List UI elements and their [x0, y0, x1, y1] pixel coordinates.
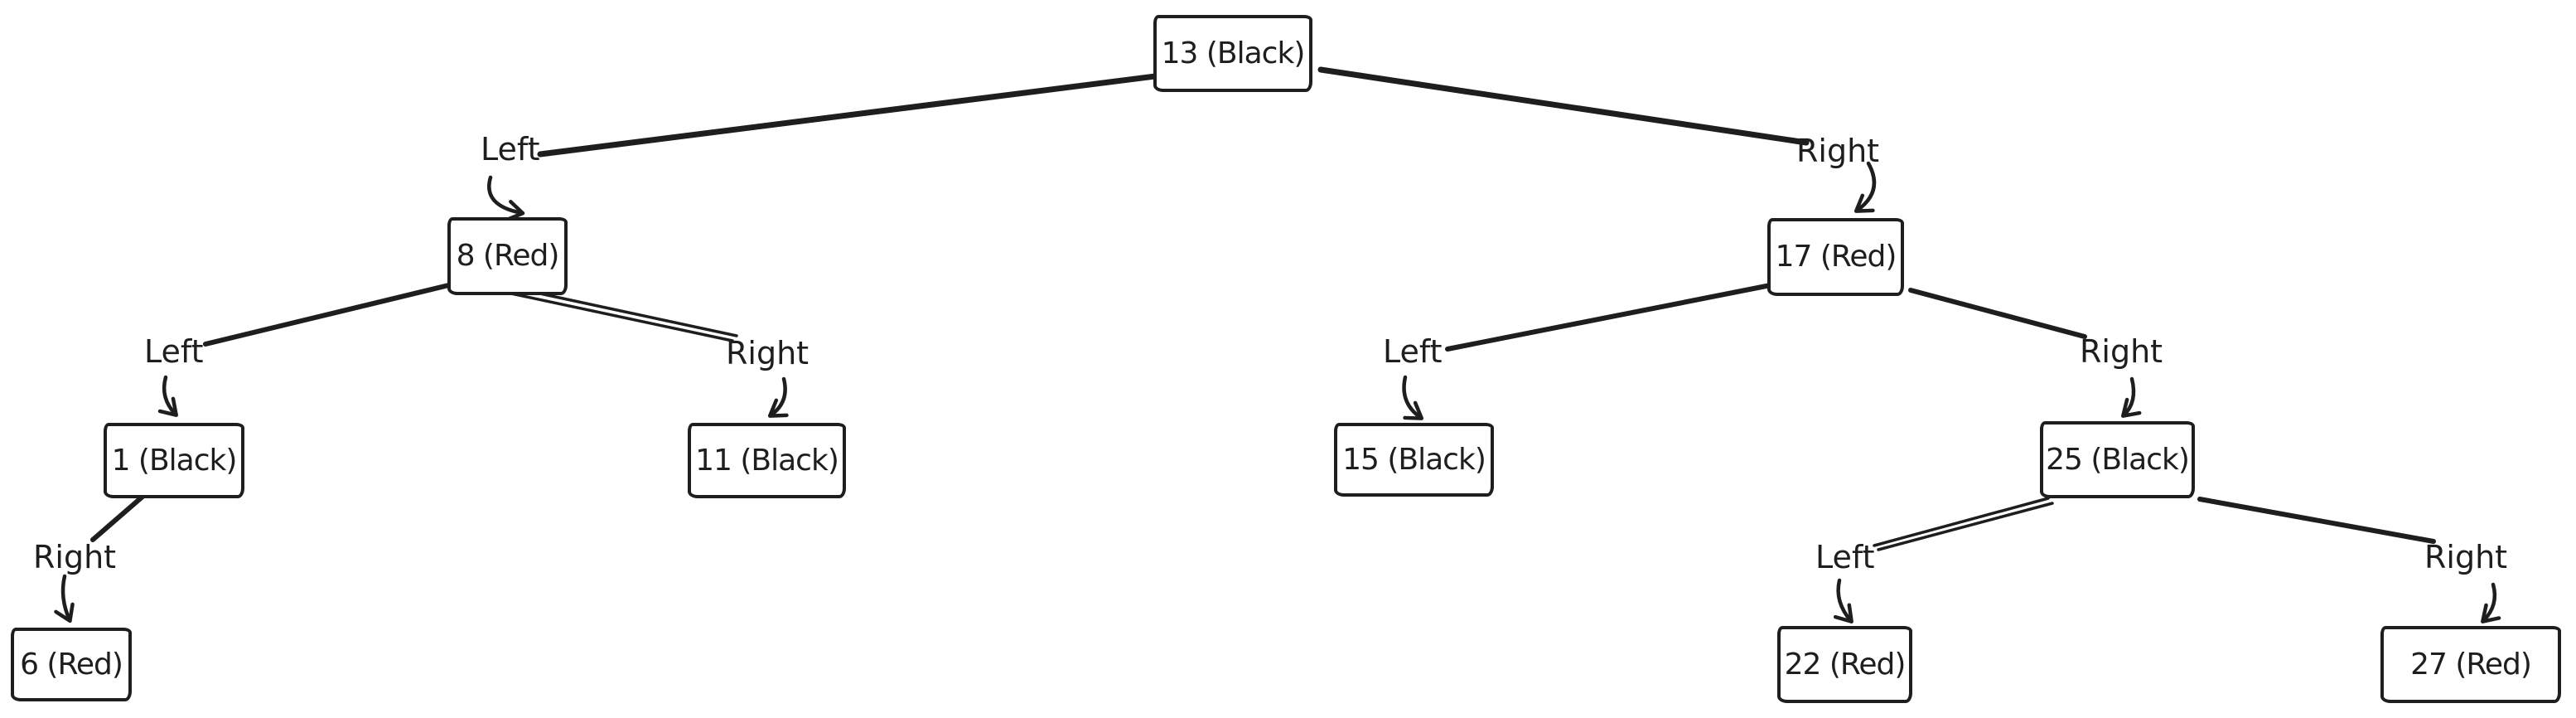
node-27: 27 (Red) — [2380, 626, 2561, 703]
node-15-label: 15 (Black) — [1342, 442, 1486, 477]
node-25-label: 25 (Black) — [2046, 442, 2190, 477]
node-27-label: 27 (Red) — [2410, 647, 2532, 682]
edge-label-1-6: Right — [33, 539, 117, 575]
node-1: 1 (Black) — [104, 423, 244, 498]
node-11: 11 (Black) — [688, 423, 846, 498]
edge-arrow-8-11 — [767, 376, 789, 418]
node-11-label: 11 (Black) — [695, 443, 839, 478]
edge-arrow-17-25 — [2121, 376, 2142, 418]
node-22: 22 (Red) — [1777, 626, 1912, 703]
edge-arrow-13-8 — [487, 175, 525, 222]
edge-line-13-17 — [1317, 66, 1810, 146]
edge-label-13-17: Right — [1796, 133, 1880, 169]
node-25: 25 (Black) — [2040, 421, 2195, 498]
edge-label-25-27: Right — [2424, 539, 2508, 575]
edge-label-8-1: Left — [144, 333, 204, 370]
edge-arrow-25-22 — [1833, 578, 1853, 624]
edge-arrow-8-1 — [157, 375, 178, 417]
edge-arrow-1-6 — [54, 574, 75, 623]
edge-label-17-15: Left — [1383, 333, 1443, 370]
edge-line-8-11-a — [494, 289, 734, 342]
node-1-label: 1 (Black) — [111, 443, 238, 478]
node-8: 8 (Red) — [447, 217, 568, 295]
edge-line-8-1 — [203, 280, 462, 347]
edge-line-17-25 — [1908, 288, 2087, 339]
edge-arrow-13-17 — [1853, 161, 1877, 213]
edge-arrow-17-15 — [1402, 375, 1424, 420]
node-13: 13 (Black) — [1153, 15, 1312, 92]
edge-label-17-25: Right — [2080, 333, 2163, 370]
node-6-label: 6 (Red) — [20, 647, 123, 682]
edge-line-25-27 — [2197, 497, 2436, 544]
node-17: 17 (Red) — [1767, 218, 1904, 296]
edge-line-17-15 — [1445, 280, 1786, 352]
node-8-label: 8 (Red) — [456, 239, 560, 273]
node-22-label: 22 (Red) — [1784, 647, 1907, 682]
edge-line-25-22-b — [1873, 497, 2050, 547]
node-13-label: 13 (Black) — [1161, 36, 1306, 70]
edge-label-25-22: Left — [1815, 539, 1875, 575]
edge-line-1-6 — [90, 494, 145, 542]
node-17-label: 17 (Red) — [1775, 240, 1897, 274]
node-15: 15 (Black) — [1334, 423, 1494, 497]
edge-line-13-8 — [537, 71, 1172, 158]
node-6: 6 (Red) — [11, 628, 132, 701]
edge-arrow-25-27 — [2481, 582, 2501, 623]
edge-label-8-11: Right — [726, 335, 810, 371]
edge-label-13-8: Left — [481, 131, 540, 167]
edge-line-25-22-a — [1877, 502, 2054, 551]
